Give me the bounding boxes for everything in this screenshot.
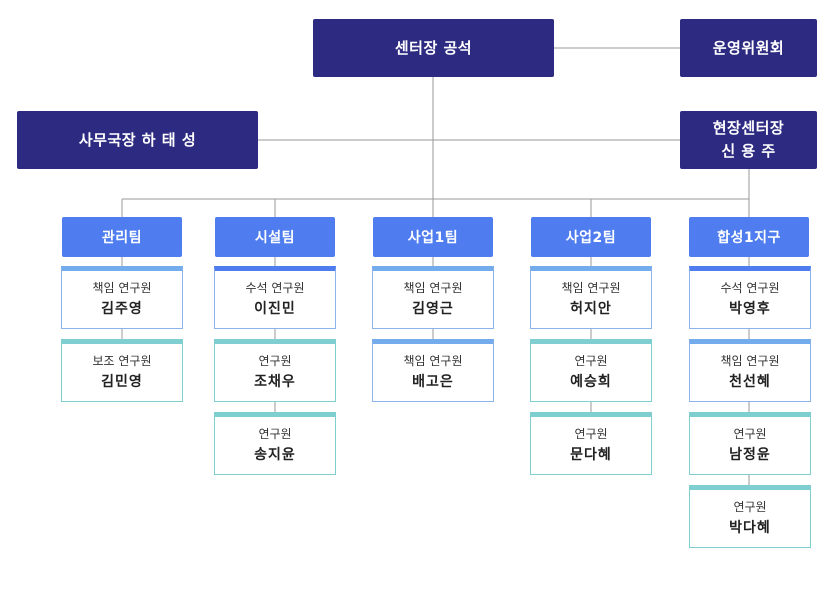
member-card: 수석 연구원 이진민 [214,266,336,329]
member-name: 박영후 [729,300,771,317]
member-card: 연구원 송지윤 [214,412,336,475]
member-role: 연구원 [733,426,767,441]
director-node: 센터장 공석 [313,19,554,77]
team-business1: 사업1팀 [373,217,493,257]
member-card: 책임 연구원 천선혜 [689,339,811,402]
member-role: 연구원 [733,499,767,514]
member-card: 연구원 문다혜 [530,412,652,475]
team-district1: 합성1지구 [689,217,809,257]
member-name: 문다혜 [570,446,612,463]
member-name: 김주영 [101,300,143,317]
member-name: 천선혜 [729,373,771,390]
member-card: 연구원 예승희 [530,339,652,402]
member-role: 연구원 [574,426,608,441]
member-name: 배고은 [412,373,454,390]
member-card: 연구원 남정윤 [689,412,811,475]
secretary-node: 사무국장 하 태 성 [17,111,258,169]
team-label: 합성1지구 [717,230,781,246]
member-role: 연구원 [258,426,292,441]
committee-node: 운영위원회 [680,19,817,77]
team-label: 관리팀 [101,230,143,246]
member-role: 책임 연구원 [403,353,463,368]
member-role: 보조 연구원 [92,353,152,368]
member-role: 수석 연구원 [720,280,780,295]
member-role: 연구원 [258,353,292,368]
member-name: 박다혜 [729,519,771,536]
member-card: 수석 연구원 박영후 [689,266,811,329]
member-card: 연구원 조채우 [214,339,336,402]
team-label: 사업2팀 [565,230,617,246]
team-business2: 사업2팀 [531,217,651,257]
director-label: 센터장 공석 [394,38,473,57]
member-role: 수석 연구원 [245,280,305,295]
member-role: 책임 연구원 [720,353,780,368]
member-name: 예승희 [570,373,612,390]
field-director-node: 현장센터장 신 용 주 [680,111,817,169]
member-role: 책임 연구원 [561,280,621,295]
team-facility: 시설팀 [215,217,335,257]
member-card: 책임 연구원 김영근 [372,266,494,329]
member-role: 책임 연구원 [92,280,152,295]
member-card: 연구원 박다혜 [689,485,811,548]
team-admin: 관리팀 [62,217,182,257]
secretary-label: 사무국장 하 태 성 [78,130,197,149]
member-name: 김민영 [101,373,143,390]
member-name: 이진민 [254,300,296,317]
member-card: 보조 연구원 김민영 [61,339,183,402]
member-card: 책임 연구원 김주영 [61,266,183,329]
field-director-title: 현장센터장 [712,119,785,137]
member-card: 책임 연구원 배고은 [372,339,494,402]
member-role: 연구원 [574,353,608,368]
member-name: 남정윤 [729,446,771,463]
member-role: 책임 연구원 [403,280,463,295]
team-label: 시설팀 [254,230,296,246]
member-name: 송지윤 [254,446,296,463]
member-name: 김영근 [412,300,454,317]
member-name: 허지안 [570,300,612,317]
member-name: 조채우 [254,373,296,390]
team-label: 사업1팀 [407,230,459,246]
member-card: 책임 연구원 허지안 [530,266,652,329]
committee-label: 운영위원회 [712,38,785,57]
field-director-name: 신 용 주 [721,142,776,160]
